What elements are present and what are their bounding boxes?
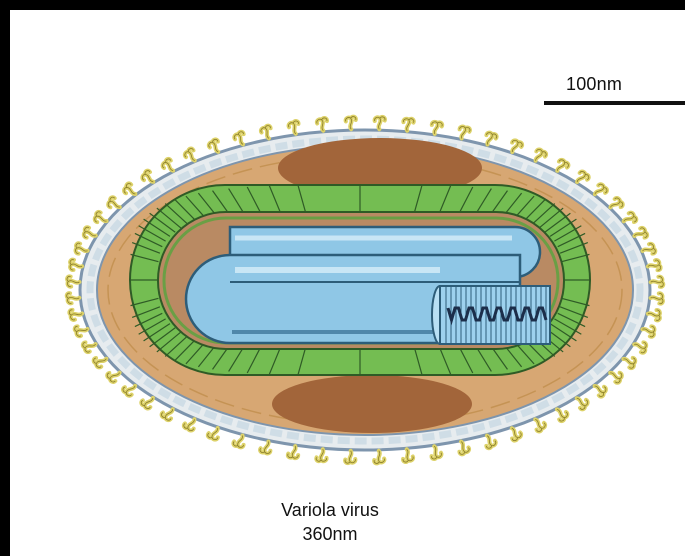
surface-spike-icon <box>122 182 138 198</box>
surface-spike-icon <box>345 451 356 464</box>
virus-name: Variola virus <box>250 498 410 522</box>
surface-spike-icon <box>183 147 199 163</box>
surface-spike-icon <box>402 118 414 132</box>
surface-spike-icon <box>574 170 590 186</box>
surface-spike-icon <box>161 158 177 174</box>
surface-spike-icon <box>122 382 138 398</box>
lateral-body-bottom <box>272 375 472 433</box>
surface-spike-icon <box>374 116 385 129</box>
surface-spike-icon <box>553 158 569 174</box>
surface-spike-icon <box>141 170 157 186</box>
surface-spike-icon <box>650 293 663 304</box>
surface-spike-icon <box>592 183 608 199</box>
surface-spike-icon <box>183 416 199 432</box>
surface-spike-icon <box>316 448 328 462</box>
virus-size: 360nm <box>250 522 410 546</box>
caption: Variola virus 360nm <box>250 498 410 546</box>
surface-spike-icon <box>650 276 663 287</box>
surface-spike-icon <box>573 394 589 410</box>
surface-spike-icon <box>160 406 176 422</box>
surface-spike-icon <box>592 382 608 398</box>
surface-spike-icon <box>67 276 80 287</box>
surface-spike-icon <box>553 406 569 422</box>
surface-spike-icon <box>531 416 547 432</box>
surface-spike-icon <box>402 449 414 463</box>
surface-spike-icon <box>140 394 156 410</box>
surface-spike-icon <box>374 451 385 464</box>
surface-spike-icon <box>531 148 547 164</box>
surface-spike-icon <box>67 293 80 304</box>
surface-spike-icon <box>345 116 356 129</box>
scale-bar <box>544 101 685 105</box>
surface-spike-icon <box>316 118 328 132</box>
scale-bar-label: 100nm <box>566 74 622 95</box>
